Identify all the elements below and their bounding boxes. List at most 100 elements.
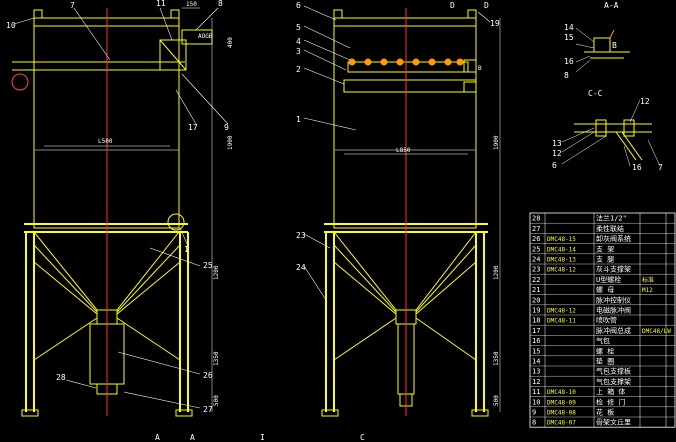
callout-label: 4 (296, 37, 301, 46)
table-cell-no: 17 (532, 327, 540, 335)
table-cell-code: DMC48-15 (547, 236, 576, 243)
dim-label: B (478, 65, 482, 72)
table-cell-name: 脉冲阀总成 (596, 326, 631, 335)
callout-label: 25 (203, 261, 213, 270)
callout-label: 16 (564, 57, 574, 66)
table-cell-no: 22 (532, 276, 540, 284)
callout-label: 12 (552, 149, 562, 158)
table-cell-no: 28 (532, 215, 540, 223)
table-cell-no: 26 (532, 235, 540, 243)
callout-label: 8 (564, 71, 569, 80)
table-cell-note: M12 (642, 287, 653, 294)
callout-label: 12 (640, 97, 650, 106)
dim-label: 400 (227, 37, 234, 48)
callout-label: 7 (70, 1, 75, 10)
callout-label: 1 (184, 245, 189, 254)
dim-label: 1200 (493, 265, 500, 280)
marker-i: I (260, 433, 265, 442)
table-cell-code: DMC48-11 (547, 318, 576, 325)
dim-label: 1200 (213, 265, 220, 280)
marker-b: B (612, 41, 617, 50)
table-cell-name: 检 修 门 (596, 397, 625, 406)
callout-label: 14 (564, 23, 574, 32)
side-note: AOGB (198, 33, 213, 40)
marker-d-right: D (484, 1, 489, 10)
table-cell-name: 气包支撑板 (596, 367, 631, 376)
callout-label: 16 (632, 163, 642, 172)
table-cell-no: 25 (532, 245, 540, 253)
callout-label: 15 (564, 33, 574, 42)
callout-label: 6 (296, 1, 301, 10)
callout-label: 5 (296, 23, 301, 32)
callout-label: 10 (6, 21, 16, 30)
table-cell-name: 骨架文丘里 (596, 418, 631, 427)
callout-label: 28 (56, 373, 66, 382)
callout-label: 26 (203, 371, 213, 380)
detail-a-a: A-A 14 15 16 8 B (564, 1, 630, 80)
left-leaders (13, 7, 229, 409)
table-cell-no: 11 (532, 388, 540, 396)
table-cell-no: 24 (532, 256, 540, 264)
table-cell-name: 气包 (596, 336, 610, 345)
table-cell-name: 卸灰阀系统 (596, 234, 631, 243)
left-elevation-view (11, 7, 213, 417)
table-cell-no: 10 (532, 398, 540, 406)
table-cell-no: 14 (532, 358, 540, 366)
marker-a-left: A (155, 433, 160, 442)
callout-label: 23 (296, 231, 306, 240)
table-cell-no: 12 (532, 378, 540, 386)
table-cell-note: DMC48/LW (642, 328, 671, 335)
table-cell-no: 19 (532, 307, 540, 315)
callout-label: 24 (296, 263, 306, 272)
callout-label: 11 (156, 0, 166, 8)
callout-label: 27 (203, 405, 213, 414)
callout-label: 13 (552, 139, 562, 148)
dim-label: 150 (186, 1, 197, 8)
callout-label: 17 (188, 123, 198, 132)
middle-elevation-view (321, 8, 501, 417)
table-cell-no: 8 (532, 419, 536, 427)
table-cell-code: DMC48-10 (547, 389, 576, 396)
table-border (529, 212, 676, 428)
callout-label: 9 (224, 123, 229, 132)
table-cell-no: 21 (532, 286, 540, 294)
dim-label: 500 (493, 395, 500, 406)
table-cell-name: 螺 母 (596, 285, 614, 294)
table-cell-no: 18 (532, 317, 540, 325)
detail-c-c: C-C 12 13 12 6 16 7 (552, 89, 663, 172)
left-dimensions: 150 L500 400 1900 1200 1350 500 AOGB (98, 1, 234, 406)
table-cell-name: U型螺栓 (596, 275, 621, 284)
table-cell-name: 花 板 (596, 408, 614, 417)
table-cell-name: 脉冲控制仪 (596, 295, 631, 304)
dim-label: L850 (396, 147, 411, 154)
table-cell-name: 灰斗支撑架 (596, 265, 631, 274)
middle-dimensions: L850 B 1900 1200 1350 500 (396, 65, 500, 406)
marker-d-left: D (450, 1, 455, 10)
dim-label: 1900 (227, 135, 234, 150)
section-markers: A A D D I C (155, 1, 489, 442)
table-cell-no: 9 (532, 409, 536, 417)
left-callouts: 10 7 11 8 25 26 27 28 17 9 1 (6, 0, 229, 414)
marker-c: C (360, 433, 365, 442)
table-cell-code: DMC48-08 (547, 410, 576, 417)
table-cell-name: 支 腿 (596, 255, 614, 264)
callout-label: 7 (658, 163, 663, 172)
callout-label: 3 (296, 47, 301, 56)
table-cell-code: DMC48-09 (547, 399, 576, 406)
callout-label: 6 (552, 161, 557, 170)
table-cell-name: 喷吹管 (596, 316, 617, 325)
table-cell-name: 螺 栓 (596, 346, 614, 355)
table-cell-name: 上 箱 体 (596, 387, 625, 396)
middle-leaders (303, 5, 491, 301)
table-cell-name: 支 架 (596, 244, 614, 253)
table-cell-no: 15 (532, 347, 540, 355)
dim-label: 1350 (493, 351, 500, 366)
table-cell-no: 13 (532, 368, 540, 376)
table-cell-code: DMC48-13 (547, 257, 576, 264)
dim-label: 500 (213, 395, 220, 406)
table-cell-note: 标准 (642, 276, 654, 284)
middle-callouts: 6 5 4 3 2 1 19 23 24 (296, 1, 500, 272)
table-cell-code: DMC48-07 (547, 420, 576, 427)
